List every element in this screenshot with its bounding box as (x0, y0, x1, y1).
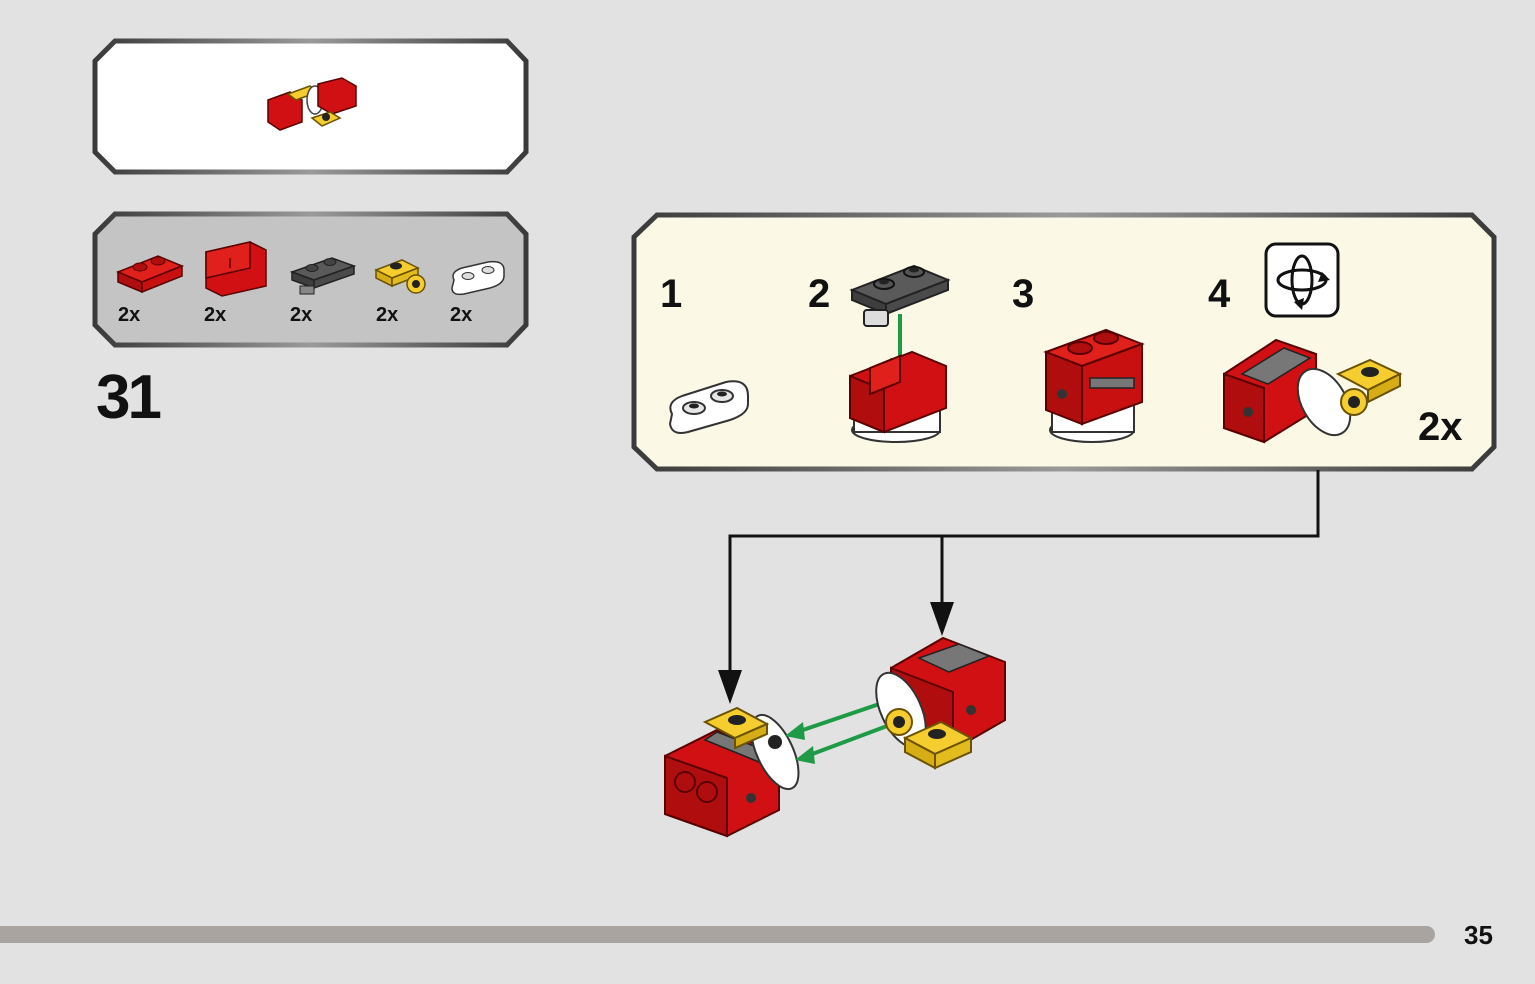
yellow-clip-plate-icon (374, 259, 426, 294)
substep-1-illustration (668, 380, 749, 434)
red-bracket-icon (205, 241, 267, 297)
part-qty: 2x (204, 304, 227, 326)
substep-number: 2 (808, 272, 831, 316)
connector-arrow-left (718, 670, 742, 704)
rotate-model-icon (1264, 242, 1340, 318)
submodel-preview-icon (267, 77, 357, 131)
part-qty: 2x (450, 304, 473, 326)
callout-connector (728, 470, 1320, 680)
subassembly-multiplier: 2x (1418, 405, 1463, 449)
substep-number: 4 (1208, 272, 1231, 316)
substep-3-illustration (1043, 328, 1145, 443)
substep-2-illustration (849, 264, 951, 443)
red-plate-1x2-icon (116, 255, 184, 294)
part-qty: 2x (118, 304, 141, 326)
page-number: 35 (1464, 920, 1493, 950)
white-round-plate-icon (451, 260, 505, 296)
page-footer-bar (0, 926, 1435, 943)
step-number: 31 (96, 363, 162, 432)
substep-4-illustration (1223, 338, 1403, 444)
connector-arrow-right (930, 602, 954, 636)
dark-gray-hinge-plate-icon (289, 257, 357, 295)
main-assembly-illustration (664, 636, 1006, 838)
part-qty: 2x (290, 304, 313, 326)
part-qty: 2x (376, 304, 399, 326)
substep-number: 3 (1012, 272, 1035, 316)
substep-number: 1 (660, 272, 683, 316)
